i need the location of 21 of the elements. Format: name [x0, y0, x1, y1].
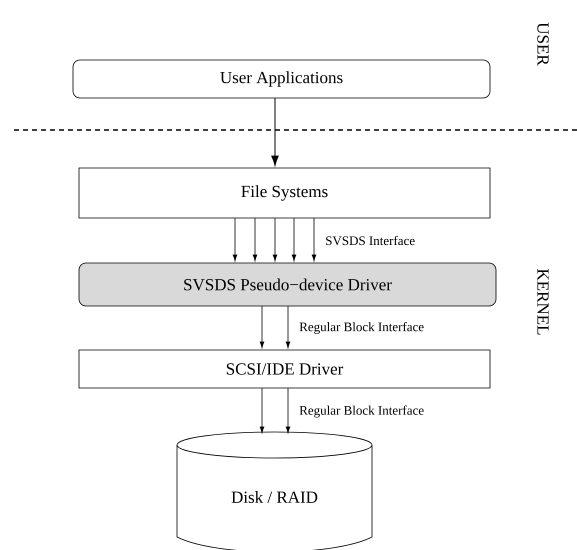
arrow [292, 218, 296, 262]
edge-label: Regular Block Interface [300, 322, 424, 334]
region-label: USER [537, 22, 549, 66]
node-label: Disk / RAID [232, 491, 318, 503]
arrow [232, 218, 238, 262]
process-box: File Systems [78, 168, 490, 218]
arrow [272, 218, 278, 262]
arrow [271, 98, 279, 166]
driver-box: SVSDS Pseudo−device Driver [78, 262, 496, 306]
arrow [260, 388, 264, 434]
disk-cylinder: Disk / RAID [176, 432, 372, 550]
arrow [260, 306, 264, 348]
arrow [252, 218, 258, 262]
process-box: SCSI/IDE Driver [78, 350, 490, 388]
arrow [286, 306, 290, 348]
edge-label: SVSDS Interface [326, 236, 415, 246]
arrow [312, 218, 316, 262]
arrow [286, 388, 290, 434]
region-label: KERNEL [537, 268, 549, 334]
edge-label: Regular Block Interface [300, 406, 424, 418]
process-box: User Applications [72, 60, 490, 98]
